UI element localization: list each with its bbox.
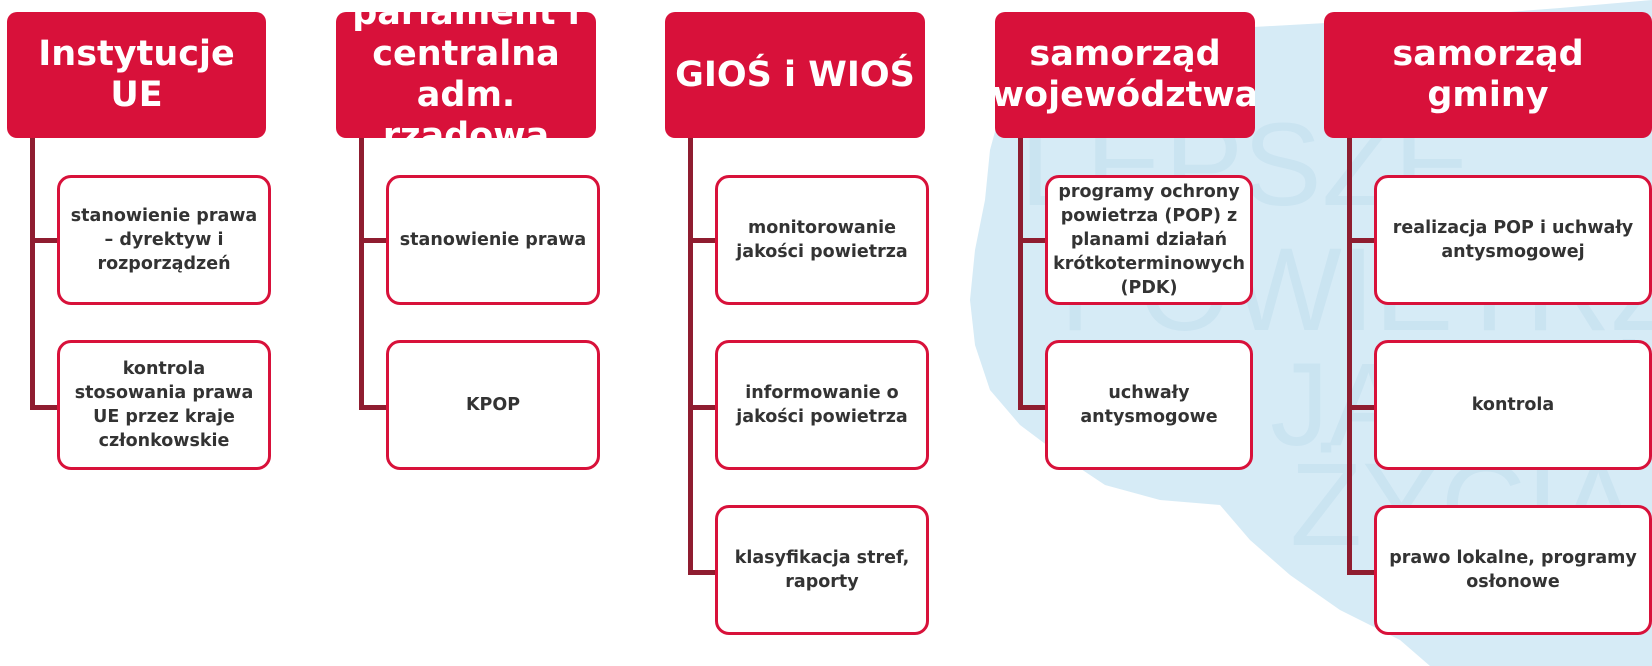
poland-map-watermark [970, 0, 1652, 666]
header-parliament-government: parlament i centralna adm. rządowa [336, 12, 596, 138]
node-zone-classification: klasyfikacja stref, raporty [715, 505, 929, 635]
header-gios-wios: GIOŚ i WIOŚ [665, 12, 925, 138]
node-label: realizacja POP i uchwały antysmogowej [1392, 218, 1634, 262]
node-label: klasyfikacja stref, raporty [734, 548, 910, 592]
connector-branch-4-2 [1018, 405, 1046, 410]
node-label: informowanie o jakości powietrza [736, 383, 908, 427]
connector-branch-3-3 [688, 570, 716, 575]
connector-branch-3-2 [688, 405, 716, 410]
header-label: samorząd gminy [1392, 34, 1584, 115]
header-label: samorząd województwa [995, 34, 1255, 115]
header-voivodeship-government: samorząd województwa [995, 12, 1255, 138]
node-label: kontrola stosowania prawa UE przez kraje… [74, 359, 254, 451]
connector-branch-5-3 [1347, 570, 1375, 575]
connector-vertical-5 [1347, 138, 1352, 575]
connector-branch-2-1 [359, 238, 387, 243]
connector-vertical-2 [359, 138, 364, 410]
node-air-monitoring: monitorowanie jakości powietrza [715, 175, 929, 305]
node-label: monitorowanie jakości powietrza [736, 218, 908, 262]
connector-vertical-4 [1018, 138, 1023, 410]
connector-branch-4-1 [1018, 238, 1046, 243]
header-label: parlament i centralna adm. rządowa [352, 12, 580, 138]
header-label: Instytucje UE [38, 34, 235, 115]
connector-branch-1-2 [30, 405, 58, 410]
node-label: prawo lokalne, programy osłonowe [1389, 548, 1637, 592]
connector-branch-5-1 [1347, 238, 1375, 243]
connector-branch-1-1 [30, 238, 58, 243]
node-kpop: KPOP [386, 340, 600, 470]
node-eu-law-control: kontrola stosowania prawa UE przez kraje… [57, 340, 271, 470]
header-label: GIOŚ i WIOŚ [675, 54, 915, 95]
node-national-lawmaking: stanowienie prawa [386, 175, 600, 305]
node-control: kontrola [1374, 340, 1652, 470]
header-institutions-eu: Instytucje UE [7, 12, 266, 138]
node-eu-lawmaking: stanowienie prawa – dyrektyw i rozporząd… [57, 175, 271, 305]
node-label: stanowienie prawa [399, 230, 587, 250]
node-pop-implementation: realizacja POP i uchwały antysmogowej [1374, 175, 1652, 305]
connector-vertical-3 [688, 138, 693, 575]
connector-branch-2-2 [359, 405, 387, 410]
connector-branch-3-1 [688, 238, 716, 243]
node-label: kontrola [1471, 395, 1555, 415]
header-municipal-government: samorząd gminy [1324, 12, 1652, 138]
node-label: stanowienie prawa – dyrektyw i rozporząd… [70, 206, 258, 274]
node-label: uchwały antysmogowe [1080, 383, 1218, 427]
node-anti-smog-resolutions: uchwały antysmogowe [1045, 340, 1253, 470]
node-local-law: prawo lokalne, programy osłonowe [1374, 505, 1652, 635]
connector-vertical-1 [30, 138, 35, 410]
connector-branch-5-2 [1347, 405, 1375, 410]
node-air-information: informowanie o jakości powietrza [715, 340, 929, 470]
node-label: KPOP [465, 395, 521, 415]
node-label: programy ochrony powietrza (POP) z plana… [1053, 182, 1245, 298]
node-air-protection-programs: programy ochrony powietrza (POP) z plana… [1045, 175, 1253, 305]
